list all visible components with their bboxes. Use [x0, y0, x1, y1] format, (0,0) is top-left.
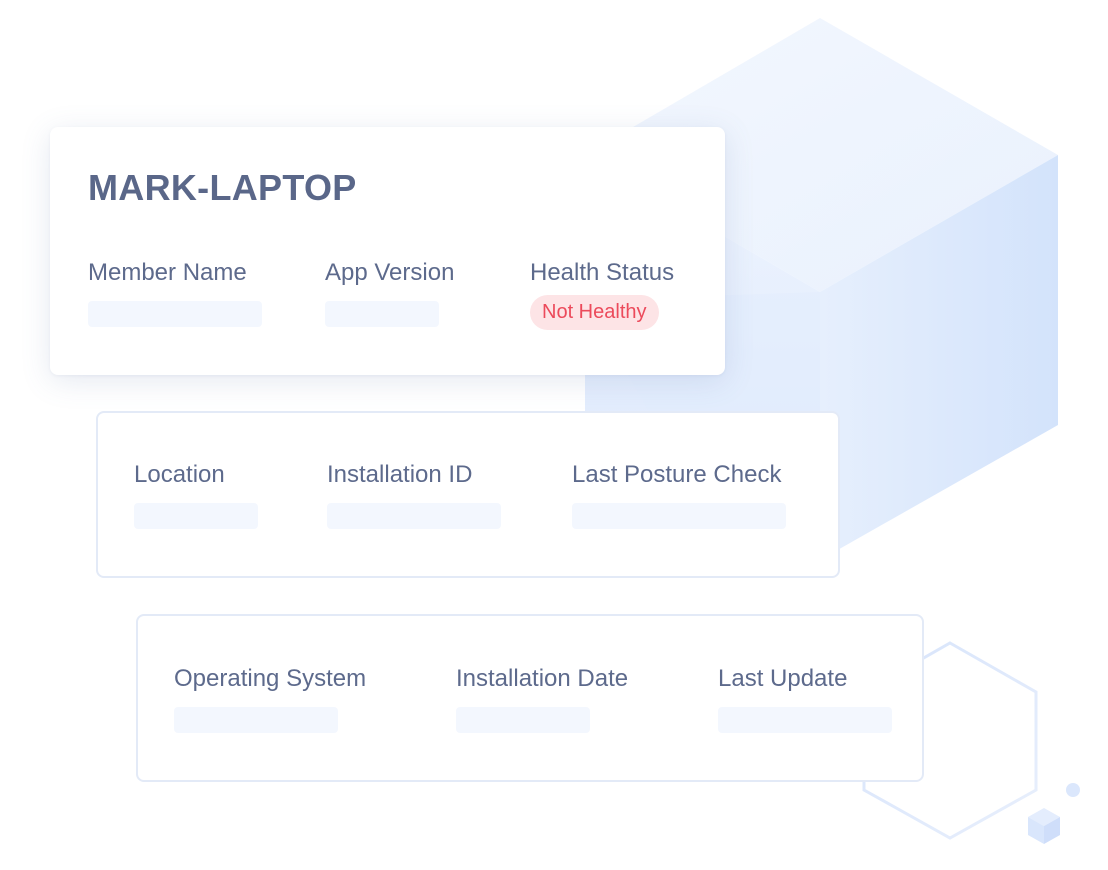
device-name-title: MARK-LAPTOP	[88, 167, 357, 208]
app-version-field: App Version	[325, 259, 454, 327]
installation-id-placeholder	[327, 503, 501, 529]
last-update-placeholder	[718, 707, 892, 733]
last-posture-check-label: Last Posture Check	[572, 461, 782, 488]
device-system-card: Operating System Installation Date Last …	[136, 614, 924, 782]
operating-system-label: Operating System	[174, 665, 367, 692]
installation-id-label: Installation ID	[327, 461, 473, 488]
last-update-field: Last Update	[718, 665, 892, 733]
operating-system-field: Operating System	[174, 665, 366, 733]
location-placeholder	[134, 503, 258, 529]
installation-date-field: Installation Date	[456, 665, 628, 733]
member-name-label: Member Name	[88, 259, 247, 286]
small-cube-decoration	[1028, 808, 1060, 844]
installation-id-field: Installation ID	[327, 461, 501, 529]
status-badge: Not Healthy	[530, 295, 659, 330]
last-update-label: Last Update	[718, 665, 848, 692]
operating-system-placeholder	[174, 707, 338, 733]
last-posture-check-field: Last Posture Check	[572, 461, 786, 529]
small-dot-decoration	[1066, 783, 1080, 797]
installation-date-label: Installation Date	[456, 665, 629, 692]
app-version-label: App Version	[325, 259, 455, 286]
installation-date-placeholder	[456, 707, 590, 733]
device-details-card: Location Installation ID Last Posture Ch…	[96, 411, 840, 578]
health-status-field: Health Status Not Healthy	[530, 259, 674, 330]
app-version-placeholder	[325, 301, 439, 327]
device-summary-card: MARK-LAPTOP Member Name App Version Heal…	[50, 127, 725, 375]
health-status-label: Health Status	[530, 259, 675, 286]
member-name-field: Member Name	[88, 259, 262, 327]
location-label: Location	[134, 461, 225, 488]
location-field: Location	[134, 461, 258, 529]
member-name-placeholder	[88, 301, 262, 327]
last-posture-check-placeholder	[572, 503, 786, 529]
